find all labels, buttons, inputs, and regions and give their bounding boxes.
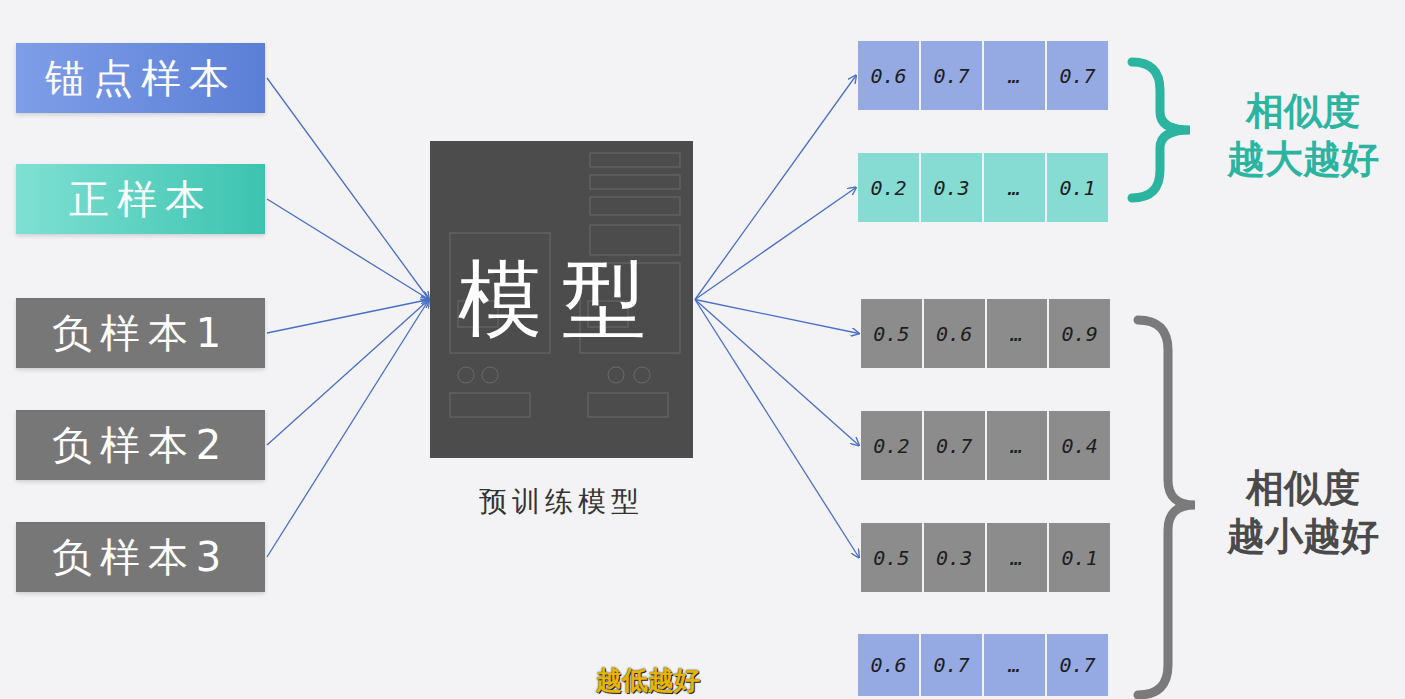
arrow-connector (695, 188, 856, 300)
curly-brace (1132, 62, 1190, 198)
vector-cell: 0.6 (857, 40, 920, 111)
sample-box: 负样本3 (16, 522, 265, 592)
vector-cell: … (986, 410, 1049, 481)
vector-cell: 0.1 (1046, 152, 1109, 223)
arrow-connector (695, 300, 859, 558)
vector-cell: 0.7 (923, 410, 986, 481)
sample-box: 锚点样本 (16, 43, 265, 113)
caption-note: 越低越好 (596, 664, 816, 697)
arrow-connector (267, 300, 429, 334)
sample-box: 正样本 (16, 164, 265, 234)
vector-cell: 0.5 (860, 522, 923, 593)
vector-row: 0.50.6…0.9 (860, 298, 1111, 369)
vector-cell: … (983, 152, 1046, 223)
bracket-note: 相似度 越小越好 (1215, 465, 1390, 560)
vector-cell: 0.2 (860, 410, 923, 481)
vector-row: 0.20.3…0.1 (857, 152, 1109, 223)
sample-label: 负样本2 (52, 418, 229, 473)
vector-cell: 0.7 (920, 633, 983, 697)
vector-row: 0.50.3…0.1 (860, 522, 1111, 593)
model-title: 模型 (458, 243, 666, 357)
vector-cell: 0.7 (1046, 633, 1109, 697)
sample-box: 负样本2 (16, 410, 265, 480)
arrow-connector (267, 300, 429, 558)
vector-cell: 0.3 (920, 152, 983, 223)
curly-brace (1138, 320, 1195, 695)
vector-row: 0.60.7…0.7 (857, 40, 1109, 111)
arrow-connector (695, 300, 859, 446)
arrow-connector (267, 78, 429, 300)
vector-cell: 0.5 (860, 298, 923, 369)
vector-cell: … (983, 40, 1046, 111)
sample-label: 正样本 (69, 172, 213, 227)
vector-row: 0.60.7…0.7 (857, 633, 1109, 697)
sample-label: 负样本3 (52, 530, 229, 585)
arrow-connector (267, 199, 429, 300)
vector-cell: 0.1 (1048, 522, 1111, 593)
model-caption: 预训练模型 (479, 483, 644, 521)
arrow-connector (695, 76, 856, 300)
vector-cell: 0.4 (1048, 410, 1111, 481)
vector-cell: … (986, 298, 1049, 369)
sample-box: 负样本1 (16, 298, 265, 368)
arrow-connector (267, 300, 429, 446)
model-box: 模型预训练模型 (430, 141, 693, 458)
vector-cell: … (983, 633, 1046, 697)
vector-row: 0.20.7…0.4 (860, 410, 1111, 481)
bracket-note: 相似度 越大越好 (1215, 88, 1390, 183)
vector-cell: 0.7 (1046, 40, 1109, 111)
vector-cell: … (986, 522, 1049, 593)
vector-cell: 0.7 (920, 40, 983, 111)
vector-cell: 0.2 (857, 152, 920, 223)
vector-cell: 0.6 (857, 633, 920, 697)
arrow-connector (695, 300, 859, 334)
vector-cell: 0.6 (923, 298, 986, 369)
vector-cell: 0.3 (923, 522, 986, 593)
vector-cell: 0.9 (1048, 298, 1111, 369)
sample-label: 负样本1 (52, 306, 229, 361)
sample-label: 锚点样本 (45, 51, 237, 106)
